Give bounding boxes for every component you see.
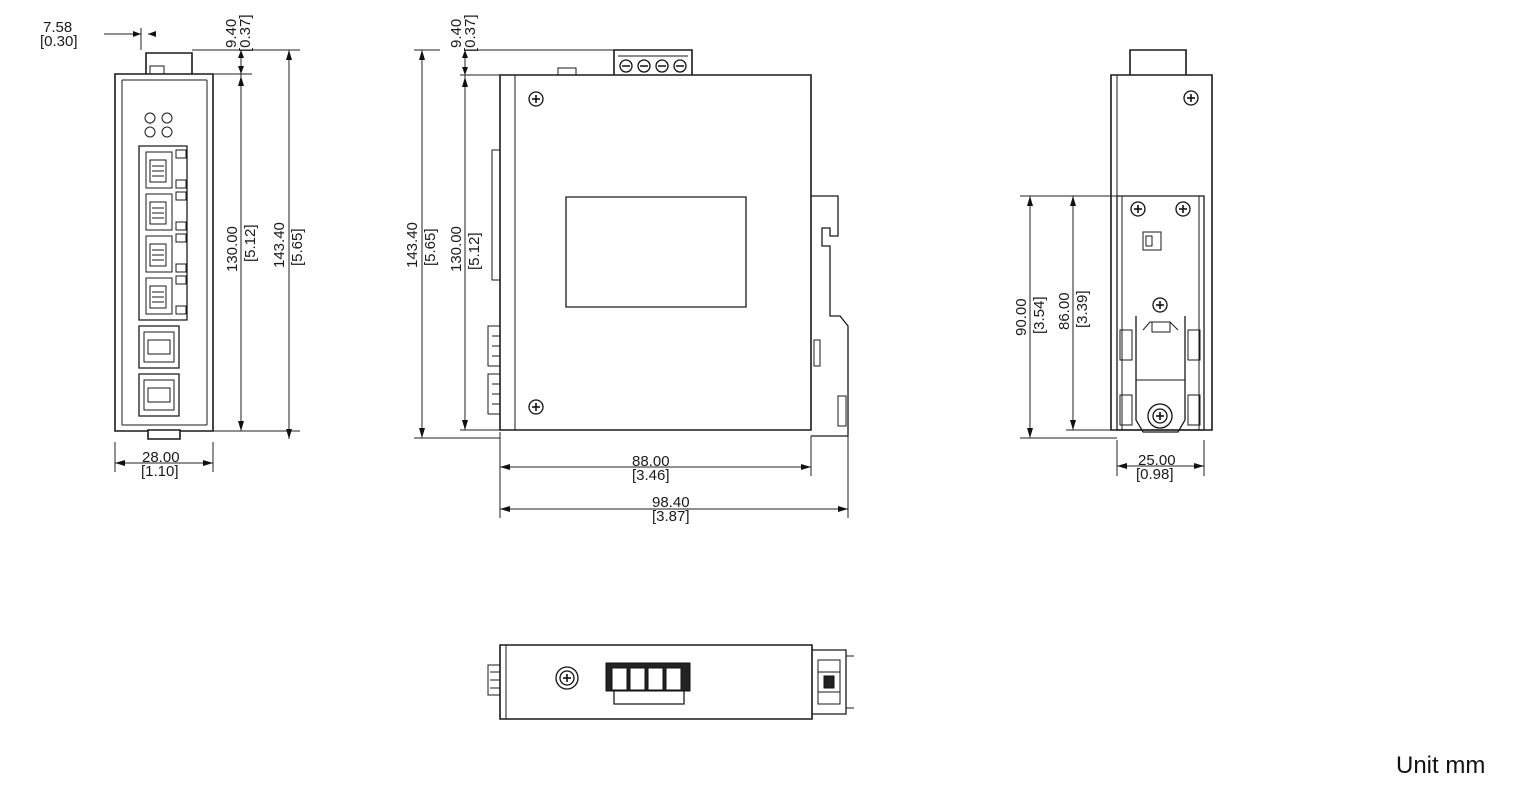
sfp-port bbox=[139, 374, 179, 416]
terminal-connector bbox=[606, 663, 690, 704]
rj45-port bbox=[146, 150, 186, 188]
dim-7-58-in: [0.30] bbox=[40, 33, 78, 50]
dim-130-00: 130.00 bbox=[224, 226, 241, 272]
din-rail-clip bbox=[811, 196, 848, 436]
side-port-protrusion bbox=[492, 150, 500, 280]
side-dimension-labels: 9.40 [0.37] 143.40 [5.65] 130.00 [5.12] … bbox=[404, 14, 690, 525]
front-dimension-labels: 7.58 [0.30] 9.40 [0.37] 130.00 [5.12] 14… bbox=[40, 14, 306, 480]
dip-switch bbox=[1143, 232, 1161, 250]
rj45-port bbox=[146, 234, 186, 272]
dim-28-00: 28.00 bbox=[142, 449, 180, 466]
dim-28-00-in: [1.10] bbox=[141, 463, 179, 480]
dim-9-40: 9.40 bbox=[448, 19, 465, 48]
rj45-port bbox=[146, 192, 186, 230]
dim-88-00-in: [3.46] bbox=[632, 467, 670, 484]
screw-icon bbox=[1183, 90, 1199, 106]
front-bottom-tab bbox=[148, 430, 180, 439]
top-din-clip bbox=[812, 650, 854, 714]
side-body bbox=[500, 75, 811, 430]
rear-dimensions bbox=[1020, 196, 1204, 476]
dim-25-00: 25.00 bbox=[1138, 452, 1176, 469]
dim-143-40: 143.40 bbox=[271, 222, 288, 268]
dim-143-40: 143.40 bbox=[404, 222, 421, 268]
dim-98-40-in: [3.87] bbox=[652, 508, 690, 525]
front-body bbox=[115, 74, 213, 431]
rear-view bbox=[1111, 50, 1212, 432]
sfp-ports bbox=[139, 326, 179, 416]
dim-88-00: 88.00 bbox=[632, 453, 670, 470]
terminal-screws bbox=[618, 56, 688, 72]
product-label-area bbox=[566, 197, 746, 307]
rj45-ports bbox=[146, 150, 186, 314]
dim-130-00-in: [5.12] bbox=[242, 224, 259, 262]
dim-7-58: 7.58 bbox=[43, 19, 72, 36]
front-dimensions bbox=[104, 28, 300, 472]
front-top-cap bbox=[146, 53, 192, 75]
rear-top-cap bbox=[1130, 50, 1186, 76]
rear-dimension-labels: 90.00 [3.54] 86.00 [3.39] 25.00 [0.98] bbox=[1013, 290, 1176, 483]
side-dimensions bbox=[414, 50, 848, 518]
screw-icon bbox=[528, 399, 544, 415]
screw-icon bbox=[528, 91, 544, 107]
dim-90-00: 90.00 bbox=[1013, 298, 1030, 336]
dim-90-00-in: [3.54] bbox=[1031, 296, 1048, 334]
dim-25-00-in: [0.98] bbox=[1136, 466, 1174, 483]
dim-130-00: 130.00 bbox=[448, 226, 465, 272]
side-top-tab bbox=[558, 68, 576, 75]
dim-86-00-in: [3.39] bbox=[1074, 290, 1091, 328]
dim-9-40-in: [0.37] bbox=[237, 14, 254, 52]
dim-130-00-in: [5.12] bbox=[466, 232, 483, 270]
top-view bbox=[488, 645, 854, 719]
front-view bbox=[115, 53, 213, 439]
dim-9-40-in: [0.37] bbox=[462, 14, 479, 52]
side-view bbox=[488, 50, 848, 436]
sfp-port bbox=[139, 326, 179, 368]
rear-body bbox=[1111, 75, 1212, 430]
dim-86-00: 86.00 bbox=[1056, 292, 1073, 330]
dim-98-40: 98.40 bbox=[652, 494, 690, 511]
dim-143-40-in: [5.65] bbox=[422, 228, 439, 266]
led-indicators bbox=[145, 113, 172, 137]
rj45-port-block bbox=[139, 146, 187, 320]
rj45-port bbox=[146, 276, 186, 314]
unit-label: Unit mm bbox=[1396, 752, 1486, 779]
dim-9-40: 9.40 bbox=[223, 19, 240, 48]
din-rail-plate bbox=[1117, 196, 1204, 432]
dim-143-40-in: [5.65] bbox=[289, 228, 306, 266]
